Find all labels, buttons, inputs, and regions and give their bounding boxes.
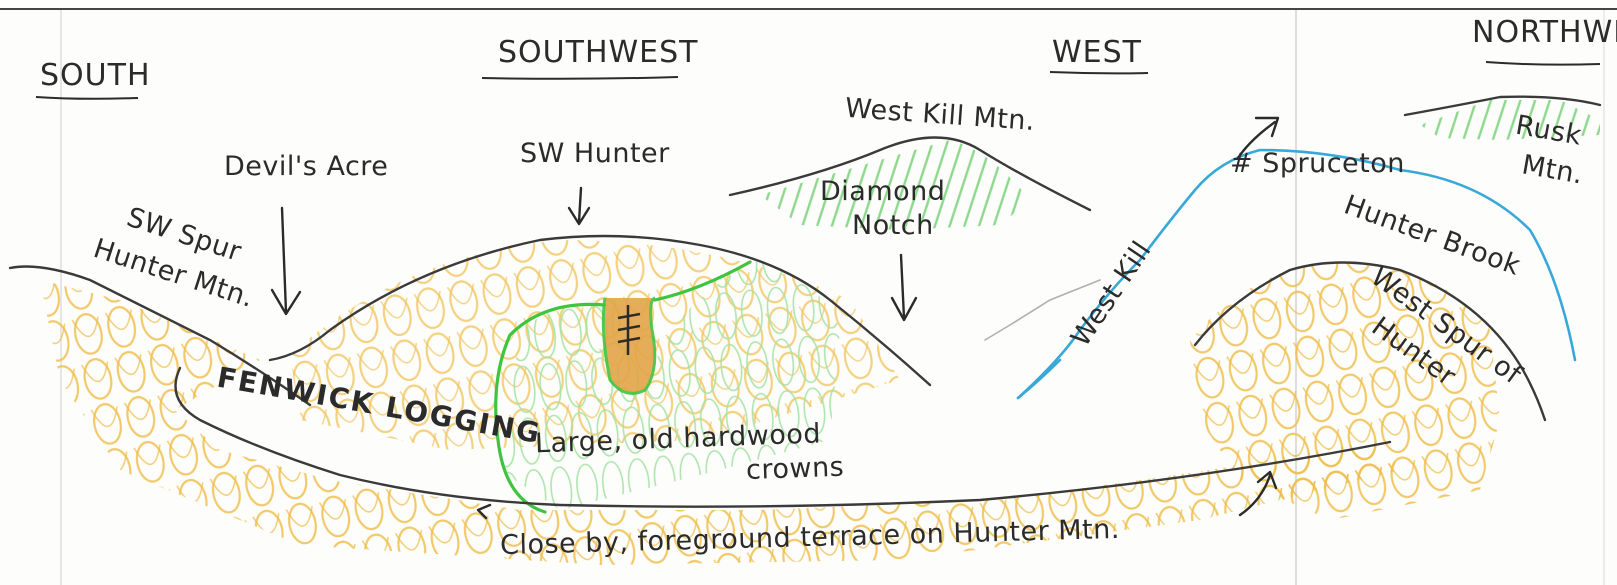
devils-acre-arrow [272, 208, 300, 314]
direction-south: SOUTH [36, 58, 151, 99]
direction-northwest-label: NORTHWEST [1472, 15, 1617, 50]
hardwood-crowns-line2: crowns [746, 452, 845, 486]
sw-hunter-arrow [569, 188, 589, 224]
west-kill-label: West Kill [1065, 236, 1158, 353]
diamond-notch-arrow [892, 255, 916, 320]
direction-southwest: SOUTHWEST [482, 35, 698, 79]
direction-southwest-label: SOUTHWEST [498, 35, 698, 70]
direction-south-label: SOUTH [40, 58, 151, 93]
west-kill-mtn-label: West Kill Mtn. [844, 93, 1036, 137]
sw-hunter-label: SW Hunter [520, 138, 670, 169]
direction-west: WEST [1050, 35, 1148, 73]
direction-northwest: NORTHWEST [1472, 15, 1617, 65]
rusk-mtn-label: Rusk Mtn. [1507, 110, 1592, 191]
devils-acre-label: Devil's Acre [224, 151, 388, 182]
diamond-notch-line2: Notch [852, 210, 934, 241]
direction-west-label: WEST [1052, 35, 1142, 70]
west-kill-tributary [1018, 360, 1060, 398]
rusk-mtn-line2: Mtn. [1519, 149, 1585, 190]
spruceton-label: # Spruceton [1230, 148, 1405, 179]
diamond-notch-line1: Diamond [820, 176, 945, 207]
sw-spur-label: SW Spur Hunter Mtn. [90, 195, 270, 314]
